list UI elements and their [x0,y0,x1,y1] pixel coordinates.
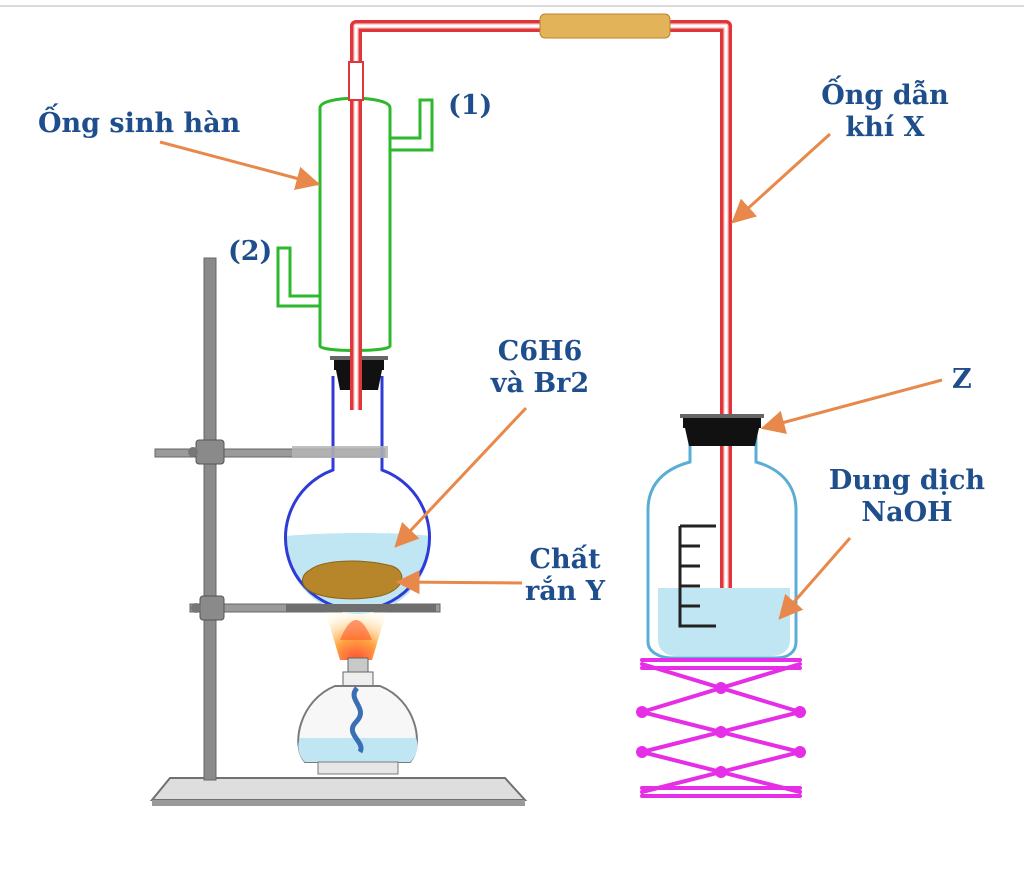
label-reactants-line2: và Br2 [490,368,590,399]
label-stopper-z: Z [952,364,972,395]
condenser [276,96,434,352]
label-solid-y: Chất rắn Y [510,544,620,608]
label-gas-tube: Ống dẫn khí X [805,80,965,144]
label-reactants: C6H6 và Br2 [470,336,610,400]
label-naoh-line2: NaOH [861,497,953,528]
label-naoh: Dung dịch NaOH [822,465,992,529]
label-reactants-line1: C6H6 [497,336,583,367]
round-bottom-flask [284,376,436,614]
label-condenser: Ống sinh hàn [38,108,241,139]
label-naoh-line1: Dung dịch [828,465,986,496]
bottle-stopper-z [680,414,764,446]
arrow-solid-y [395,570,523,595]
label-arrows [159,132,943,620]
lab-jack [636,658,806,798]
label-port-1: (1) [448,90,493,121]
gas-delivery-tube [348,13,732,612]
label-gas-tube-line1: Ống dẫn [821,80,949,111]
label-solid-line1: Chất [529,544,601,575]
arrow-condenser [159,140,321,191]
label-gas-tube-line2: khí X [845,112,925,143]
arrow-reactants [394,406,528,548]
label-solid-line2: rắn Y [524,576,606,607]
arrow-gas-tube [731,132,832,224]
alcohol-burner [297,600,418,775]
label-port-2: (2) [228,236,273,267]
arrow-naoh [778,537,852,620]
arrow-stopper-z [760,378,943,434]
